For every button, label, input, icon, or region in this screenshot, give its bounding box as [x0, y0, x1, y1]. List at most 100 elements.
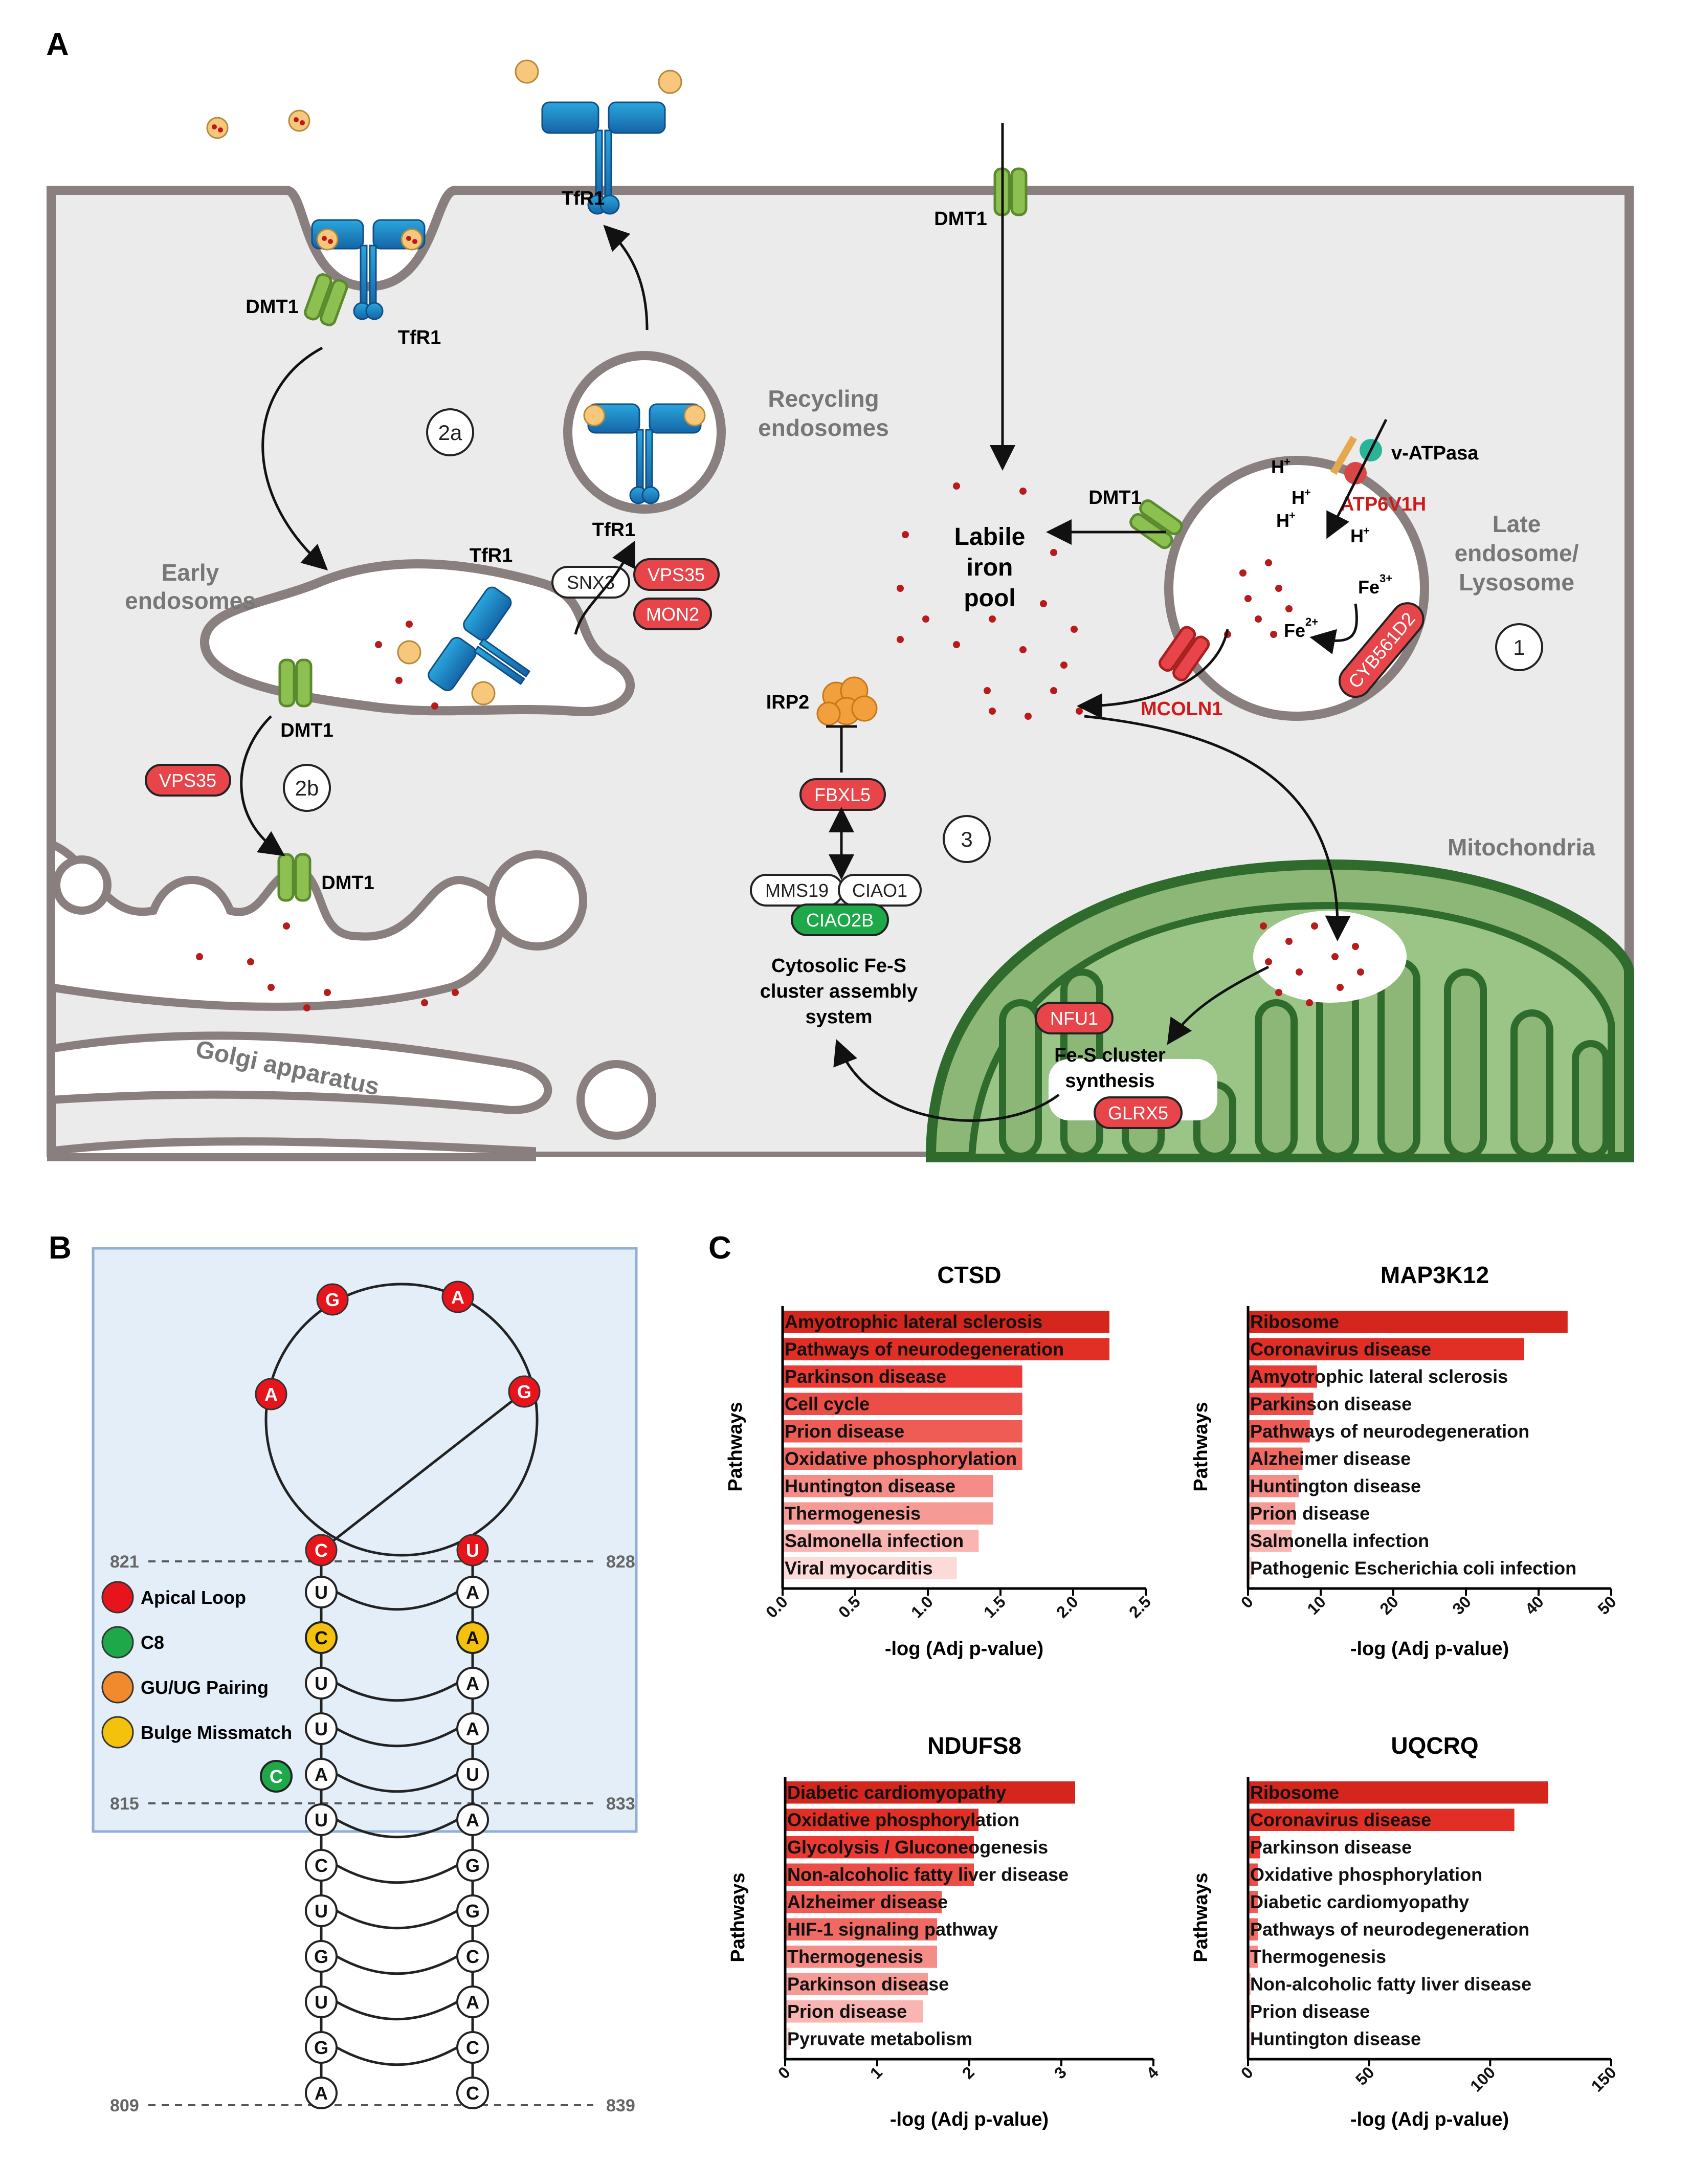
chart-x-tick-label: 20: [1376, 1592, 1402, 1618]
labile-label-2: iron: [967, 554, 1013, 581]
stem-left-nt: U: [305, 1803, 338, 1836]
cytosolic-label-1: Cytosolic Fe-S: [771, 955, 906, 977]
chart-category-label: Huntington disease: [1250, 2028, 1421, 2049]
svg-text:U: U: [315, 1718, 328, 1739]
recycling-label-2: endosomes: [758, 414, 889, 441]
chart-x-tick-label: 30: [1449, 1592, 1475, 1618]
chart-category-label: Glycolysis / Gluconeogenesis: [787, 1837, 1048, 1858]
chart-title: CTSD: [937, 1262, 1001, 1288]
svg-text:CIAO1: CIAO1: [852, 880, 907, 901]
chart-x-tick-label: 150: [1588, 2063, 1620, 2095]
svg-text:U: U: [466, 1540, 479, 1561]
chart-bar: [1248, 1365, 1317, 1388]
svg-text:H: H: [1271, 456, 1284, 477]
chart-x-tick-label: 0.5: [835, 1592, 864, 1621]
stem-right-nt: A: [456, 1621, 489, 1654]
mcoln1-channel: [1159, 626, 1210, 681]
mitochondria-label: Mitochondria: [1448, 834, 1595, 861]
svg-text:U: U: [315, 1673, 328, 1694]
chart-category-label: Prion disease: [785, 1421, 904, 1442]
atp6v1h-label: ATP6V1H: [1340, 494, 1426, 515]
stem-right-nt: A: [456, 1986, 489, 2018]
chart-x-tick-label: 10: [1303, 1592, 1329, 1618]
chart-bar: [1248, 1447, 1303, 1470]
chart-bar: [783, 1447, 1022, 1470]
chart-bar: [785, 1946, 937, 1968]
legend-bulge: Bulge Missmatch: [141, 1722, 292, 1743]
stem-right-nt: C: [456, 1940, 489, 1973]
stem-right-nt: G: [456, 1849, 489, 1882]
chart-category-label: Pathways of neurodegeneration: [1250, 1421, 1529, 1442]
chart-bar: [1248, 1502, 1296, 1525]
stem-left-nt: C: [305, 1621, 338, 1654]
stem-left-nt: C: [305, 1849, 338, 1882]
v-atpase: [1330, 435, 1382, 484]
dmt1-label-pit: DMT1: [246, 296, 298, 318]
loop-pair-line: [320, 1391, 525, 1551]
chart-bar: [783, 1365, 1022, 1388]
step-2a: 2a: [438, 421, 462, 445]
tfr1-label-recycling: TfR1: [592, 519, 635, 541]
svg-text:+: +: [1304, 486, 1311, 499]
chart-category-label: Viral myocarditis: [785, 1558, 932, 1579]
svg-text:U: U: [315, 1901, 328, 1922]
panel-a: A Golgi apparatus: [41, 27, 1637, 1178]
chart-category-label: Thermogenesis: [785, 1503, 921, 1524]
pos-839: 839: [606, 2096, 635, 2115]
loop-nt-0: G: [316, 1283, 349, 1316]
chart-title: NDUFS8: [927, 1732, 1021, 1759]
panel-label-c: C: [708, 1230, 731, 1266]
glrx5-pill: GLRX5: [1094, 1096, 1183, 1129]
loop-nt-4: C: [305, 1534, 338, 1567]
base-pair: [336, 1682, 458, 1702]
stem-left-nt: G: [305, 1940, 338, 1973]
early-label-2: endosomes: [125, 587, 256, 614]
base-pair: [336, 2000, 458, 2021]
chart-bar: [785, 1918, 937, 1940]
legend-gu-swatch: [101, 1671, 134, 1704]
chart-category-label: Huntington disease: [785, 1475, 955, 1496]
legend-c8-swatch: [101, 1626, 134, 1659]
chart-category-label: Coronavirus disease: [1250, 1810, 1431, 1830]
stem-right-nt: U: [456, 1758, 489, 1791]
svg-text:CIAO2B: CIAO2B: [806, 910, 874, 931]
chart-x-tick-label: 0: [1237, 2063, 1257, 2082]
stem-left-nt: U: [305, 1712, 338, 1745]
stem-left-nt: A: [305, 1758, 338, 1791]
svg-text:+: +: [1284, 455, 1290, 468]
chart-category-label: Pathways of neurodegeneration: [785, 1339, 1064, 1360]
stem-left-nt: U: [305, 1986, 338, 2018]
pos-833: 833: [606, 1794, 635, 1814]
chart-bar: [1248, 1530, 1292, 1552]
stem-pairs: [336, 1591, 458, 2066]
dmt1-label-early: DMT1: [280, 720, 333, 741]
chart-category-label: Prion disease: [787, 2001, 907, 2022]
chart-category-label: Parkinson disease: [1250, 1837, 1412, 1858]
chart-category-label: Prion disease: [1250, 2001, 1370, 2022]
pos-809: 809: [110, 2096, 139, 2115]
labile-label-3: pool: [964, 585, 1015, 612]
chart-bar: [1248, 1836, 1260, 1859]
chart-x-tick-label: 100: [1466, 2063, 1499, 2095]
base-pair: [336, 1727, 458, 1748]
chart-bar: [1248, 1946, 1258, 1968]
chart-ylabel: Pathways: [1190, 1872, 1212, 1962]
mitochondria: [925, 859, 1634, 1162]
legend-apical-swatch: [101, 1581, 134, 1614]
panel-label-a: A: [46, 27, 69, 62]
nfu1-pill: NFU1: [1035, 1002, 1114, 1034]
c8-bulge-nt: C: [260, 1760, 293, 1793]
chart-category-label: Prion disease: [1250, 1503, 1370, 1524]
svg-text:H: H: [1292, 487, 1305, 508]
fes-label-1: Fe-S cluster: [1054, 1045, 1166, 1066]
chart-category-label: Oxidative phosphorylation: [1250, 1864, 1482, 1885]
mon2-pill: MON2: [633, 598, 712, 630]
chart-x-tick-label: 0: [774, 2063, 794, 2082]
chart-x-tick-label: 50: [1594, 1592, 1620, 1618]
chart-bar: [783, 1557, 957, 1579]
svg-text:A: A: [264, 1384, 278, 1405]
late-label-3: Lysosome: [1459, 569, 1574, 595]
